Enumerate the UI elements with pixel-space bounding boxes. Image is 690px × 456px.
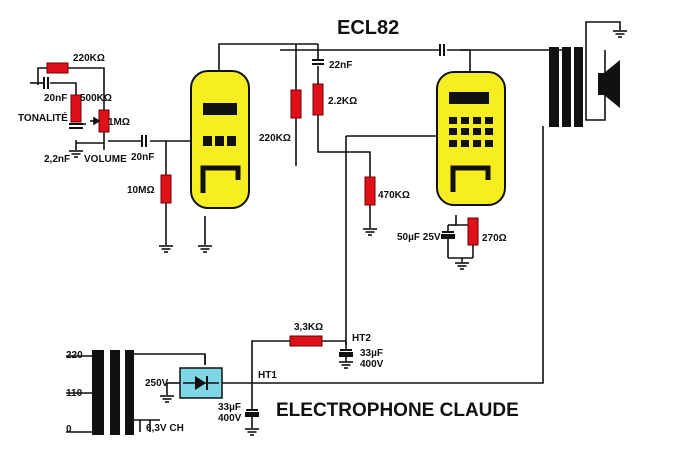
label-ht2: HT2 <box>352 333 371 344</box>
rectifier-diode <box>179 367 223 399</box>
label-r-500k: 500KΩ <box>80 93 112 104</box>
label-volume: VOLUME <box>84 154 127 165</box>
label-r-220k-top: 220KΩ <box>73 53 105 64</box>
resistor-220k-tone <box>46 62 69 74</box>
label-r-10m: 10MΩ <box>127 185 154 196</box>
ground-symbol <box>244 428 260 436</box>
resistor-220k-plate <box>290 89 302 119</box>
label-250v: 250V <box>145 378 169 389</box>
ground-symbol <box>338 361 354 369</box>
label-ht1: HT1 <box>258 370 277 381</box>
speaker-icon <box>598 60 620 108</box>
ground-symbol <box>68 150 84 158</box>
ground-symbol <box>197 245 213 253</box>
label-tap-110: 110 <box>66 388 83 399</box>
label-c-33uF-ht1-voltage: 400V <box>218 413 242 424</box>
label-c-2-2nF: 2,2nF <box>44 154 70 165</box>
resistor-2-2k <box>312 83 324 116</box>
label-tap-220: 220 <box>66 350 83 361</box>
labels: ECL82 ELECTROPHONE CLAUDE 220KΩ 20nF 500… <box>18 17 519 435</box>
label-r-220k-plate: 220KΩ <box>259 133 291 144</box>
label-c-33uF-ht2: 33µF <box>360 348 383 359</box>
label-c-33uF-ht1: 33µF <box>218 402 241 413</box>
output-transformer <box>549 47 583 127</box>
label-c-50uF: 50µF 25V <box>397 232 441 243</box>
label-r-3-3k: 3,3KΩ <box>294 322 323 333</box>
label-c-20nF-tone: 20nF <box>44 93 67 104</box>
ground-symbol <box>612 30 628 38</box>
potentiometer-wiper <box>90 116 101 126</box>
project-name: ELECTROPHONE CLAUDE <box>276 400 519 421</box>
ground-symbol <box>454 262 470 270</box>
ground-symbol <box>158 245 174 253</box>
resistor-500k <box>70 94 82 123</box>
triode-tube <box>190 70 250 209</box>
schematic-title: ECL82 <box>337 17 399 39</box>
label-r-470k: 470KΩ <box>378 190 410 201</box>
resistor-270 <box>467 217 479 246</box>
label-pot-1m: 1MΩ <box>108 117 130 128</box>
label-c-22nF: 22nF <box>329 60 352 71</box>
resistor-470k <box>364 176 376 206</box>
label-r-270: 270Ω <box>482 233 507 244</box>
wiring <box>30 21 621 432</box>
resistor-10m <box>160 174 172 204</box>
label-c-33uF-ht2-voltage: 400V <box>360 359 384 370</box>
label-tap-0: 0 <box>66 424 72 435</box>
label-c-20nF-input: 20nF <box>131 152 154 163</box>
label-r-2-2k: 2.2KΩ <box>328 96 357 107</box>
power-transformer <box>66 350 206 435</box>
label-heater-6-3v: 6,3V CH <box>146 423 184 434</box>
ground-symbol <box>362 228 378 236</box>
pentode-tube <box>436 71 506 206</box>
capacitors <box>43 44 455 417</box>
resistor-3-3k <box>289 335 323 347</box>
ground-symbol <box>159 395 175 403</box>
resistors <box>46 62 479 347</box>
label-tonalite: TONALITÉ <box>18 111 68 124</box>
